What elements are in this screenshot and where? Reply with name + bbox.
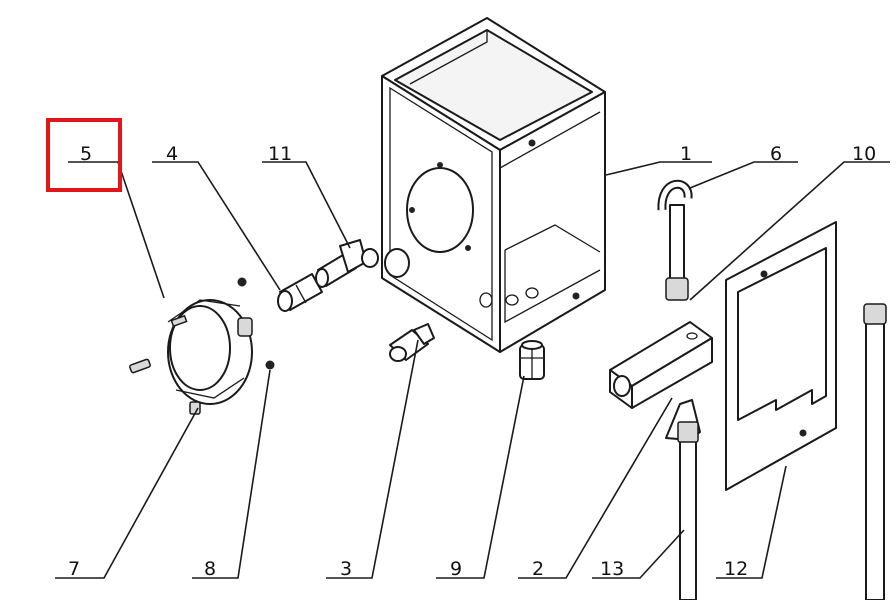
- part-1-housing: [381, 17, 606, 353]
- part-13-tube: [665, 399, 701, 600]
- callout-4: 4: [166, 143, 178, 165]
- callout-7: 7: [68, 558, 80, 580]
- callout-8: 8: [204, 558, 216, 580]
- part-3-fitting: [389, 323, 435, 362]
- callout-1: 1: [680, 143, 692, 165]
- part-11-elbow-fitting: [315, 239, 379, 288]
- part-9-nipple: [519, 340, 545, 380]
- part-12-gasket-plate: [725, 221, 837, 491]
- part-4-coupling: [277, 273, 323, 312]
- part-7-screw: [129, 358, 201, 415]
- callout-5-highlight-box: [46, 118, 122, 192]
- callout-6: 6: [770, 143, 782, 165]
- callout-10: 10: [852, 143, 876, 165]
- callout-11: 11: [268, 143, 292, 165]
- callout-13: 13: [600, 558, 624, 580]
- leader-lines: [55, 161, 890, 579]
- callout-9: 9: [450, 558, 462, 580]
- callout-3: 3: [340, 558, 352, 580]
- callout-2: 2: [532, 558, 544, 580]
- callout-5: 5: [80, 143, 92, 165]
- part-5-flange: [167, 299, 253, 405]
- edge-tube: [863, 303, 887, 600]
- part-8-nut: [237, 277, 275, 370]
- part-6-hook-pipe: [657, 179, 693, 301]
- part-2-block: [609, 321, 713, 409]
- callout-labels: 5 4 11 1 6 10 7 8 3 9 2 13 12: [68, 143, 876, 580]
- callout-12: 12: [724, 558, 748, 580]
